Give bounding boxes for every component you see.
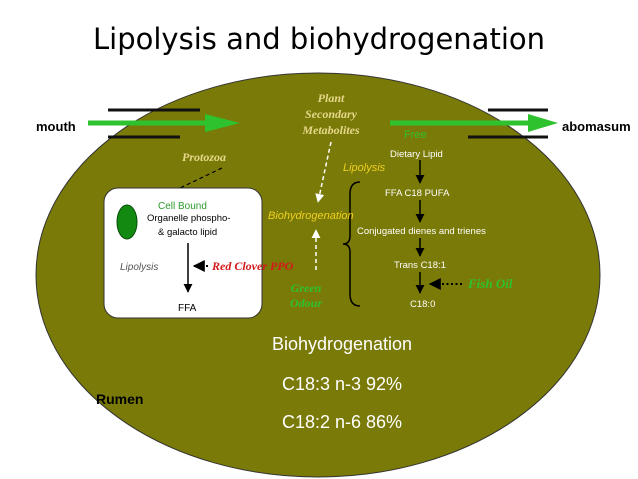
- page-title: Lipolysis and biohydrogenation: [93, 22, 545, 56]
- flow-arrows: [88, 114, 558, 132]
- plant-dashed-arrow: [315, 141, 332, 203]
- free-label: Free: [404, 129, 427, 141]
- red-clover-label: Red Clover PPO: [211, 259, 294, 273]
- c18-0-label: C18:0: [410, 299, 435, 310]
- fish-oil-label: Fish Oil: [467, 276, 513, 291]
- plant-line-2: Secondary: [305, 107, 358, 121]
- conjugated-label: Conjugated dienes and trienes: [357, 226, 486, 237]
- plant-line-1: Plant: [318, 91, 345, 105]
- organelle-line-2: & galacto lipid: [158, 227, 217, 238]
- trans-label: Trans C18:1: [394, 260, 446, 271]
- organelle-cell-icon: [116, 204, 138, 240]
- plant-metabolites-label: Plant Secondary Metabolites: [301, 91, 360, 137]
- stats-title: Biohydrogenation: [272, 334, 412, 354]
- plant-line-3: Metabolites: [301, 123, 360, 137]
- lipolysis-box-label: Lipolysis: [120, 262, 158, 273]
- organelle-line-1: Organelle phospho-: [147, 213, 230, 224]
- rumen-label: Rumen: [96, 391, 143, 407]
- green-odour-line-2: Odour: [290, 296, 322, 310]
- rumen-ellipse: [35, 72, 601, 478]
- mouth-label: mouth: [36, 119, 76, 134]
- ffa-box-label: FFA: [178, 303, 197, 314]
- gut-tube: [108, 108, 548, 139]
- lipolysis-top-label: Lipolysis: [343, 162, 386, 174]
- abomasum-label: abomasum: [562, 119, 631, 134]
- stat-c18-2: C18:2 n-6 86%: [282, 412, 402, 432]
- cell-bound-label: Cell Bound: [158, 201, 207, 212]
- protozoa-label: Protozoa: [182, 150, 226, 164]
- stat-c18-3: C18:3 n-3 92%: [282, 374, 402, 394]
- biohydrogenation-mid-label: Biohydrogenation: [268, 210, 354, 222]
- green-odour-line-1: Green: [291, 281, 322, 295]
- biohydrogenation-brace: [342, 181, 361, 307]
- dietary-lipid-label: Dietary Lipid: [390, 149, 443, 160]
- cell-bound-box: [103, 187, 263, 319]
- ffa-pufa-label: FFA C18 PUFA: [385, 188, 450, 199]
